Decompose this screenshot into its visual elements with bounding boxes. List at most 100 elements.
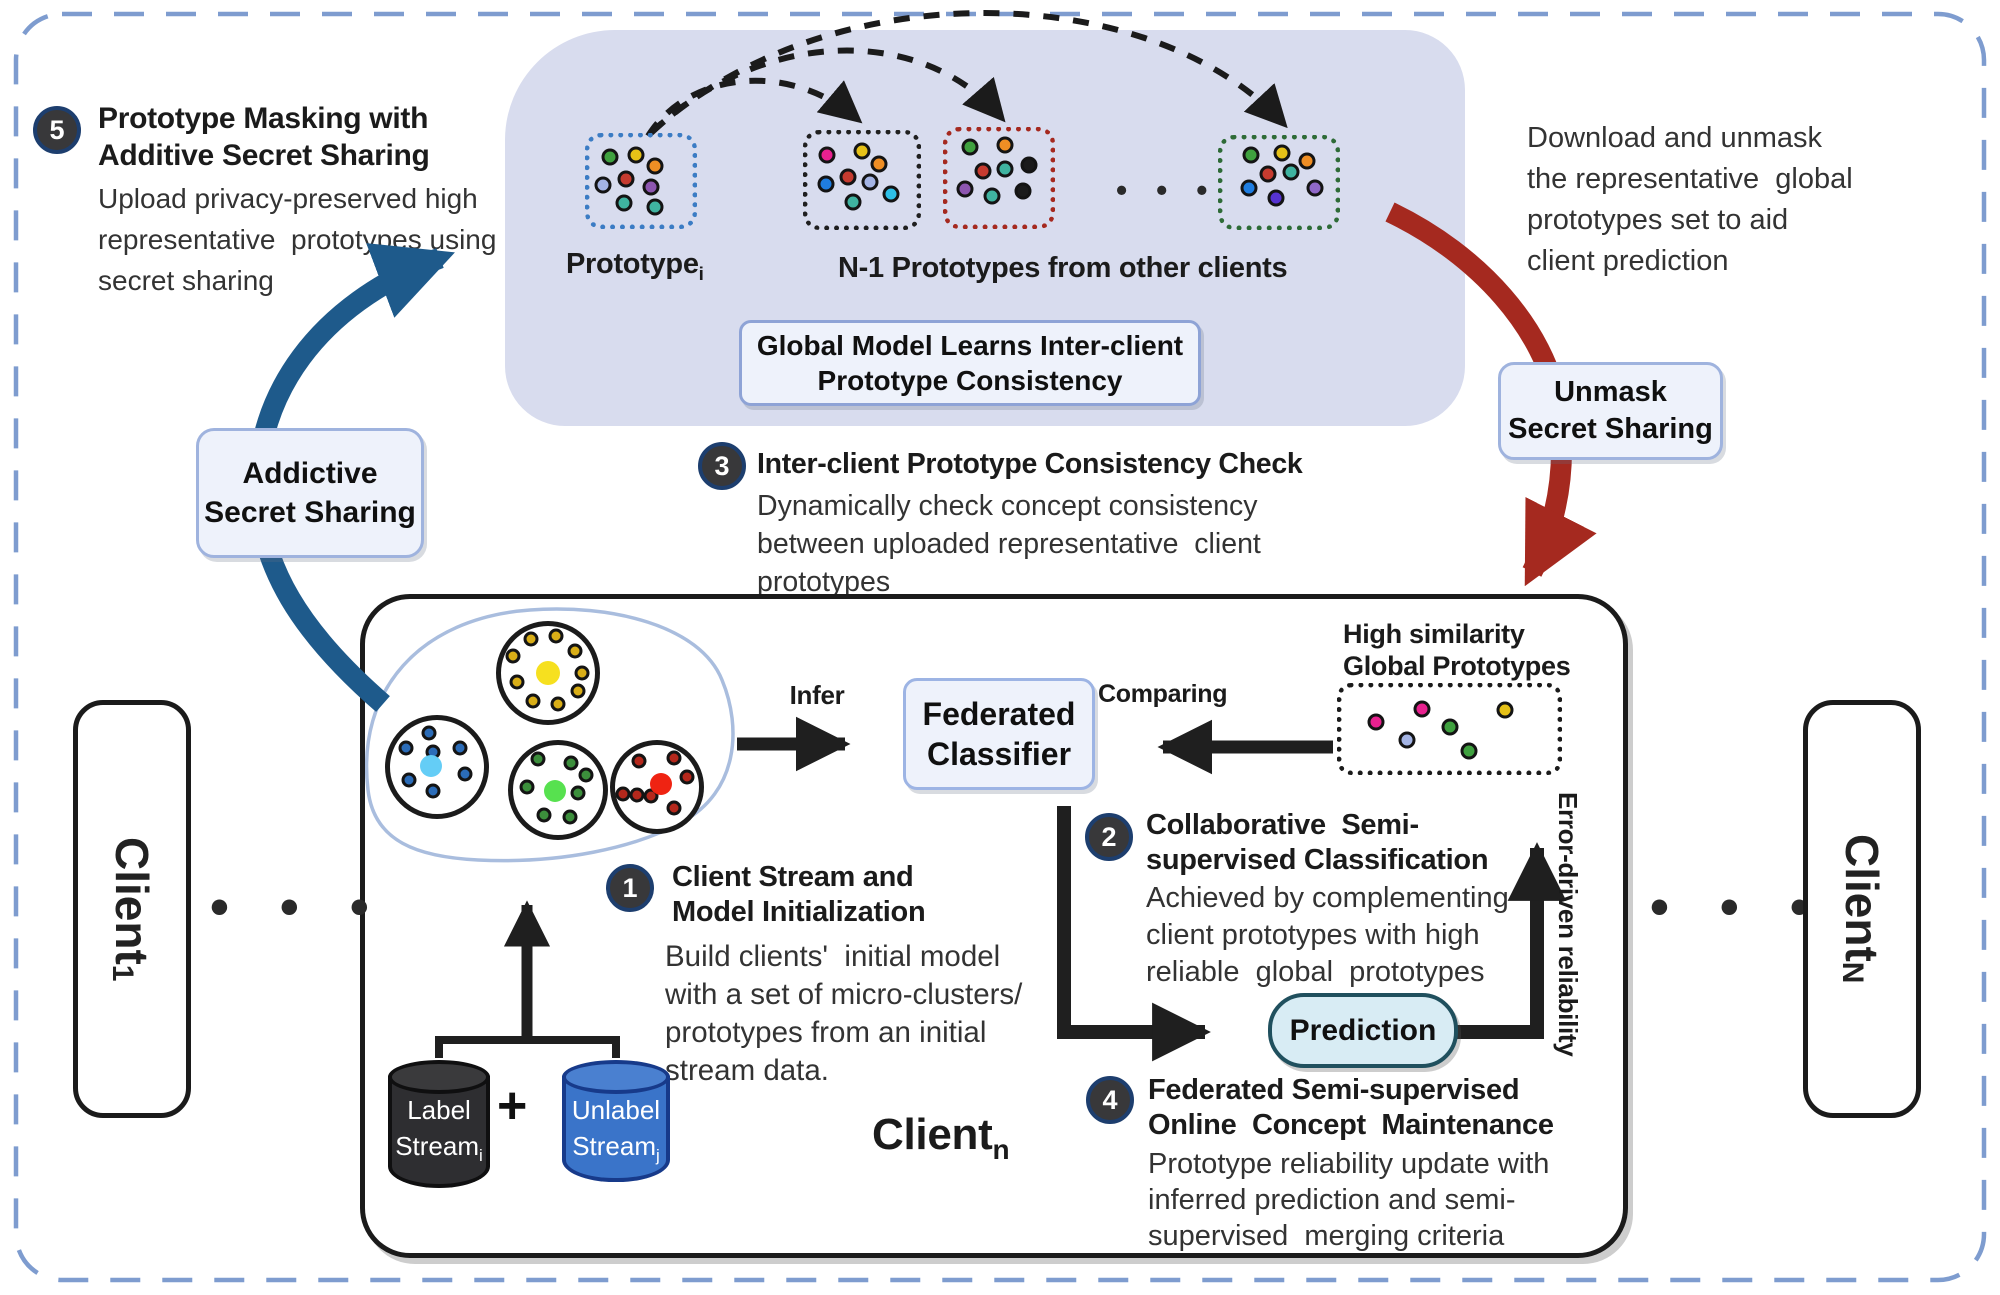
step2-badge: 2 xyxy=(1085,813,1133,861)
cluster-green xyxy=(508,740,608,840)
label-stream-cylinder-top xyxy=(388,1060,490,1094)
prototype-dot xyxy=(578,767,594,783)
prototype-dot xyxy=(817,175,835,193)
prototype-dot xyxy=(1367,713,1385,731)
prototype-dot xyxy=(548,628,564,644)
prototype-dot xyxy=(818,146,836,164)
prototype-dot xyxy=(961,138,979,156)
prototype-dot xyxy=(679,769,695,785)
prototype-box-client-i xyxy=(585,133,697,229)
unlabel-stream-text: Unlabel Streamj xyxy=(571,1095,661,1166)
prediction-label: Prediction xyxy=(1289,1013,1437,1047)
prototype-dot xyxy=(617,170,635,188)
prototype-dot xyxy=(615,786,631,802)
arc-to-clientn xyxy=(649,10,1288,135)
prototype-dot xyxy=(631,753,647,769)
left-ellipsis: • • • xyxy=(210,877,387,937)
prototype-dot xyxy=(1496,701,1514,719)
top-ellipsis: • • • xyxy=(1116,172,1218,208)
error-driven-reliability-label: Error-driven reliability xyxy=(1553,792,1583,1057)
prototype-dot xyxy=(519,779,534,795)
error-feedback-arrow xyxy=(1456,842,1567,1039)
step5-title: Prototype Masking with Additive Secret S… xyxy=(98,102,430,172)
prototype-box-other-1 xyxy=(803,130,921,230)
prototype-dot xyxy=(523,631,539,647)
prototype-dot xyxy=(882,185,900,203)
plus-sign: + xyxy=(497,1077,528,1135)
prototype-dot xyxy=(567,643,583,659)
prototype-dot xyxy=(452,740,468,756)
global-prototypes-box xyxy=(1337,683,1562,775)
client-1-box: Client1 xyxy=(73,700,191,1118)
global-model-box: Global Model Learns Inter-client Prototy… xyxy=(739,320,1201,406)
step4-badge: 4 xyxy=(1086,1076,1134,1124)
prototype-dot xyxy=(1398,731,1415,749)
prototype-dot xyxy=(1298,152,1316,170)
infer-label: Infer xyxy=(789,680,845,710)
prototype-dot xyxy=(861,173,879,191)
prototype-dot xyxy=(1014,182,1032,200)
client-n-caption: Clientn xyxy=(872,1110,1010,1165)
prototype-dot xyxy=(646,157,664,175)
prototype-dot xyxy=(570,683,586,699)
prototype-dot xyxy=(505,648,521,664)
step1-body: Build clients' initial model with a set … xyxy=(665,940,1023,1087)
prototype-dot xyxy=(398,740,414,756)
step3-title: Inter-client Prototype Consistency Check xyxy=(757,448,1303,480)
client-1-label: Client1 xyxy=(105,836,159,982)
prototype-i-label: Prototypei xyxy=(566,248,704,284)
download-note: Download and unmask the representative g… xyxy=(1527,122,1853,277)
prototype-dot xyxy=(1282,163,1300,181)
prototype-dot xyxy=(601,148,619,166)
prototype-dot xyxy=(974,162,992,180)
prototype-box-other-n xyxy=(1218,135,1340,230)
unlabel-stream-cylinder: Unlabel Streamj xyxy=(562,1060,670,1182)
prototype-dot xyxy=(627,146,645,164)
outer-dashed-border xyxy=(13,11,1987,1283)
n1-prototypes-label: N-1 Prototypes from other clients xyxy=(838,252,1288,284)
prototype-dot xyxy=(550,696,566,712)
step2-body: Achieved by complementing client prototy… xyxy=(1146,882,1509,988)
step2-title: Collaborative Semi- supervised Classific… xyxy=(1146,809,1489,876)
prototype-dot xyxy=(570,785,586,801)
prototype-dot xyxy=(666,750,682,766)
prototype-dot xyxy=(642,178,660,196)
prototype-dot xyxy=(629,787,645,803)
prototype-dot xyxy=(646,198,664,216)
prototype-dot xyxy=(1441,718,1458,736)
prototype-dot xyxy=(844,193,862,211)
step4-body: Prototype reliability update with inferr… xyxy=(1148,1148,1550,1252)
prototype-dot xyxy=(870,155,888,173)
label-stream-cylinder-body xyxy=(388,1076,490,1188)
prototype-dot xyxy=(1020,156,1038,174)
prototype-dot xyxy=(666,800,682,816)
prototype-dot xyxy=(420,755,443,778)
high-similarity-label: High similarity Global Prototypes xyxy=(1343,619,1571,681)
step4-title: Federated Semi-supervised Online Concept… xyxy=(1148,1074,1554,1141)
prototype-dot xyxy=(1413,700,1431,718)
prototype-dot xyxy=(996,136,1014,154)
prototype-dot xyxy=(457,766,473,782)
client-n-box xyxy=(360,594,1628,1258)
cluster-blue xyxy=(385,715,489,819)
prototype-dot xyxy=(1460,742,1478,760)
prototype-dot xyxy=(650,772,673,795)
prototype-dot xyxy=(562,809,578,825)
unlabel-stream-cylinder-top xyxy=(562,1060,670,1094)
prototype-dot xyxy=(421,725,437,741)
prototype-dot xyxy=(1259,165,1277,183)
prototype-dot xyxy=(425,783,441,799)
prototype-dot xyxy=(853,142,871,160)
right-ellipsis: • • • xyxy=(1650,877,1827,937)
prototype-exchange-arcs xyxy=(645,10,1288,138)
step5-badge: 5 xyxy=(33,106,81,154)
prototype-dot xyxy=(530,751,546,766)
prototype-dot xyxy=(956,180,974,198)
comparing-label: Comparing xyxy=(1098,680,1228,708)
prototype-dot xyxy=(615,194,633,212)
step3-badge: 3 xyxy=(698,442,746,490)
prototype-dot xyxy=(544,779,567,802)
prototype-dot xyxy=(594,176,612,194)
label-stream-cylinder: Label Streami xyxy=(388,1060,490,1188)
